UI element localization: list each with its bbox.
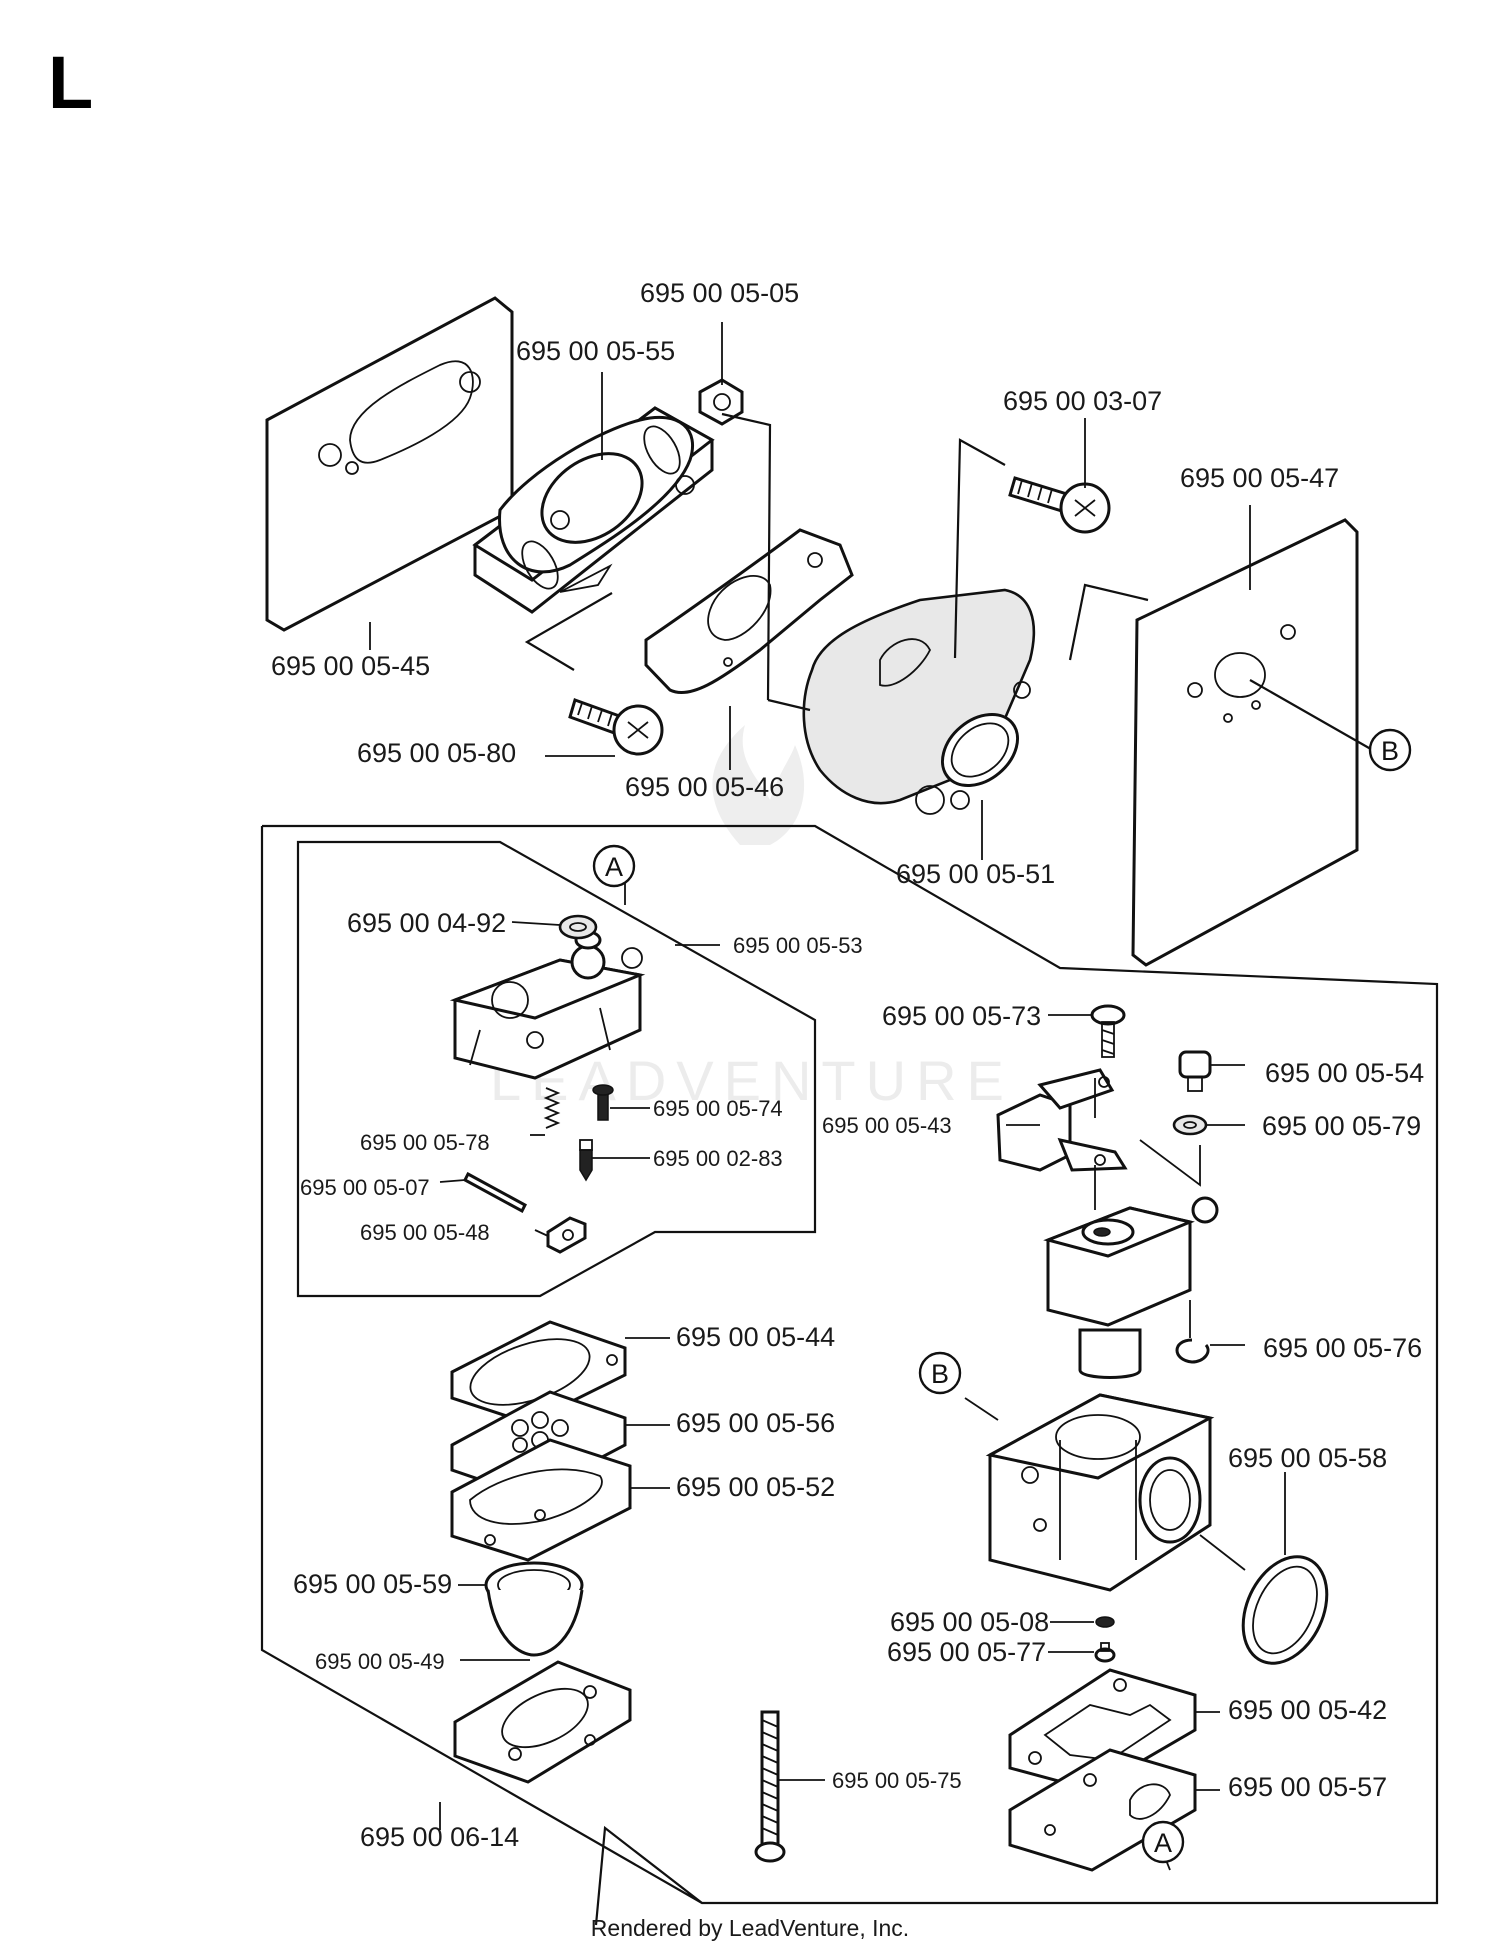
spring-05-78[interactable] <box>543 1087 561 1129</box>
label-695-00-06-14[interactable]: 695 00 06-14 <box>360 1822 519 1852</box>
callout-a-bottom-label: A <box>1154 1828 1172 1858</box>
callout-b-carb: B <box>918 1351 962 1395</box>
label-695-00-05-48[interactable]: 695 00 05-48 <box>360 1220 490 1245</box>
label-695-00-05-58[interactable]: 695 00 05-58 <box>1228 1443 1387 1473</box>
throttle-body[interactable] <box>1043 1196 1219 1379</box>
leader-lines-lower <box>439 880 1286 1871</box>
label-695-00-05-77[interactable]: 695 00 05-77 <box>887 1637 1046 1667</box>
primer-bulb-05-59[interactable] <box>484 1561 584 1657</box>
carburetor-body[interactable] <box>985 1393 1215 1592</box>
gasket-05-45[interactable] <box>265 296 514 632</box>
label-695-00-03-07[interactable]: 695 00 03-07 <box>1003 386 1162 416</box>
metering-diaphragm-05-57[interactable] <box>1008 1748 1197 1872</box>
screw-05-80[interactable] <box>568 698 664 756</box>
diaphragm-gasket-05-44[interactable] <box>450 1320 627 1425</box>
label-695-00-05-45[interactable]: 695 00 05-45 <box>271 651 430 681</box>
label-695-00-05-51[interactable]: 695 00 05-51 <box>896 859 1055 889</box>
washer-05-79[interactable] <box>1172 1114 1208 1136</box>
pin-05-07[interactable] <box>463 1171 527 1214</box>
label-695-00-02-83[interactable]: 695 00 02-83 <box>653 1146 783 1171</box>
callout-b-right-label: B <box>1381 736 1399 766</box>
gasket-05-42[interactable] <box>1008 1668 1197 1792</box>
label-695-00-05-55[interactable]: 695 00 05-55 <box>516 336 675 366</box>
leader-lines-upper <box>369 322 1251 860</box>
label-695-00-05-47[interactable]: 695 00 05-47 <box>1180 463 1339 493</box>
pump-cover-05-52[interactable] <box>450 1438 632 1562</box>
callout-a-top: A <box>592 844 636 888</box>
label-695-00-04-92[interactable]: 695 00 04-92 <box>347 908 506 938</box>
label-695-00-05-46[interactable]: 695 00 05-46 <box>625 772 784 802</box>
gasket-05-46[interactable] <box>644 528 854 695</box>
gasket-ring-05-58[interactable] <box>1227 1543 1343 1677</box>
lever-05-48[interactable] <box>546 1216 587 1254</box>
primer-cover-05-49[interactable] <box>453 1660 632 1784</box>
label-695-00-05-53[interactable]: 695 00 05-53 <box>733 933 863 958</box>
intake-adapter-05-51[interactable] <box>802 588 1036 815</box>
needle-valve-02-83[interactable] <box>579 1139 593 1182</box>
label-695-00-05-57[interactable]: 695 00 05-57 <box>1228 1772 1387 1802</box>
jet-05-77[interactable] <box>1094 1642 1116 1663</box>
gasket-05-47[interactable] <box>1131 518 1359 967</box>
small-screw-05-74[interactable] <box>592 1084 614 1121</box>
label-695-00-05-78[interactable]: 695 00 05-78 <box>360 1130 490 1155</box>
label-695-00-05-56[interactable]: 695 00 05-56 <box>676 1408 835 1438</box>
screw-03-07[interactable] <box>1008 476 1111 534</box>
label-695-00-05-75[interactable]: 695 00 05-75 <box>832 1768 962 1793</box>
lower-assembly-outline <box>260 824 1439 1926</box>
callout-b-right: B <box>1368 728 1412 772</box>
label-695-00-05-74[interactable]: 695 00 05-74 <box>653 1096 783 1121</box>
part-labels: 695 00 05-05 695 00 05-55 695 00 03-07 6… <box>271 278 1424 1852</box>
pump-body-05-53[interactable] <box>449 930 646 1080</box>
label-695-00-05-80[interactable]: 695 00 05-80 <box>357 738 516 768</box>
label-695-00-05-52[interactable]: 695 00 05-52 <box>676 1472 835 1502</box>
label-695-00-05-42[interactable]: 695 00 05-42 <box>1228 1695 1387 1725</box>
label-695-00-05-59[interactable]: 695 00 05-59 <box>293 1569 452 1599</box>
label-695-00-05-44[interactable]: 695 00 05-44 <box>676 1322 835 1352</box>
label-695-00-05-43[interactable]: 695 00 05-43 <box>822 1113 952 1138</box>
jet-05-08[interactable] <box>1095 1616 1115 1628</box>
long-screw-05-75[interactable] <box>754 1710 786 1863</box>
label-695-00-05-54[interactable]: 695 00 05-54 <box>1265 1058 1424 1088</box>
callout-b-carb-label: B <box>931 1359 949 1389</box>
callout-a-top-label: A <box>605 852 623 882</box>
idle-screw-05-54[interactable] <box>1178 1050 1212 1092</box>
label-695-00-05-73[interactable]: 695 00 05-73 <box>882 1001 1041 1031</box>
insulator-block-05-55[interactable] <box>472 406 715 614</box>
label-695-00-05-79[interactable]: 695 00 05-79 <box>1262 1111 1421 1141</box>
label-695-00-05-07[interactable]: 695 00 05-07 <box>300 1175 430 1200</box>
section-letter: L <box>48 41 93 124</box>
callout-a-bottom: A <box>1141 1820 1185 1864</box>
label-695-00-05-08[interactable]: 695 00 05-08 <box>890 1607 1049 1637</box>
label-695-00-05-05[interactable]: 695 00 05-05 <box>640 278 799 308</box>
throttle-lever-05-43[interactable] <box>996 1068 1128 1172</box>
assembly-lines-upper <box>524 412 1391 761</box>
watermark: LEADVENTURE <box>490 725 1004 1112</box>
washer-04-92[interactable] <box>558 914 598 940</box>
e-clip-05-76[interactable] <box>1175 1338 1210 1364</box>
label-695-00-05-49[interactable]: 695 00 05-49 <box>315 1649 445 1674</box>
footer-credit: Rendered by LeadVenture, Inc. <box>591 1915 909 1941</box>
label-695-00-05-76[interactable]: 695 00 05-76 <box>1263 1333 1422 1363</box>
screw-05-73[interactable] <box>1090 1004 1126 1058</box>
